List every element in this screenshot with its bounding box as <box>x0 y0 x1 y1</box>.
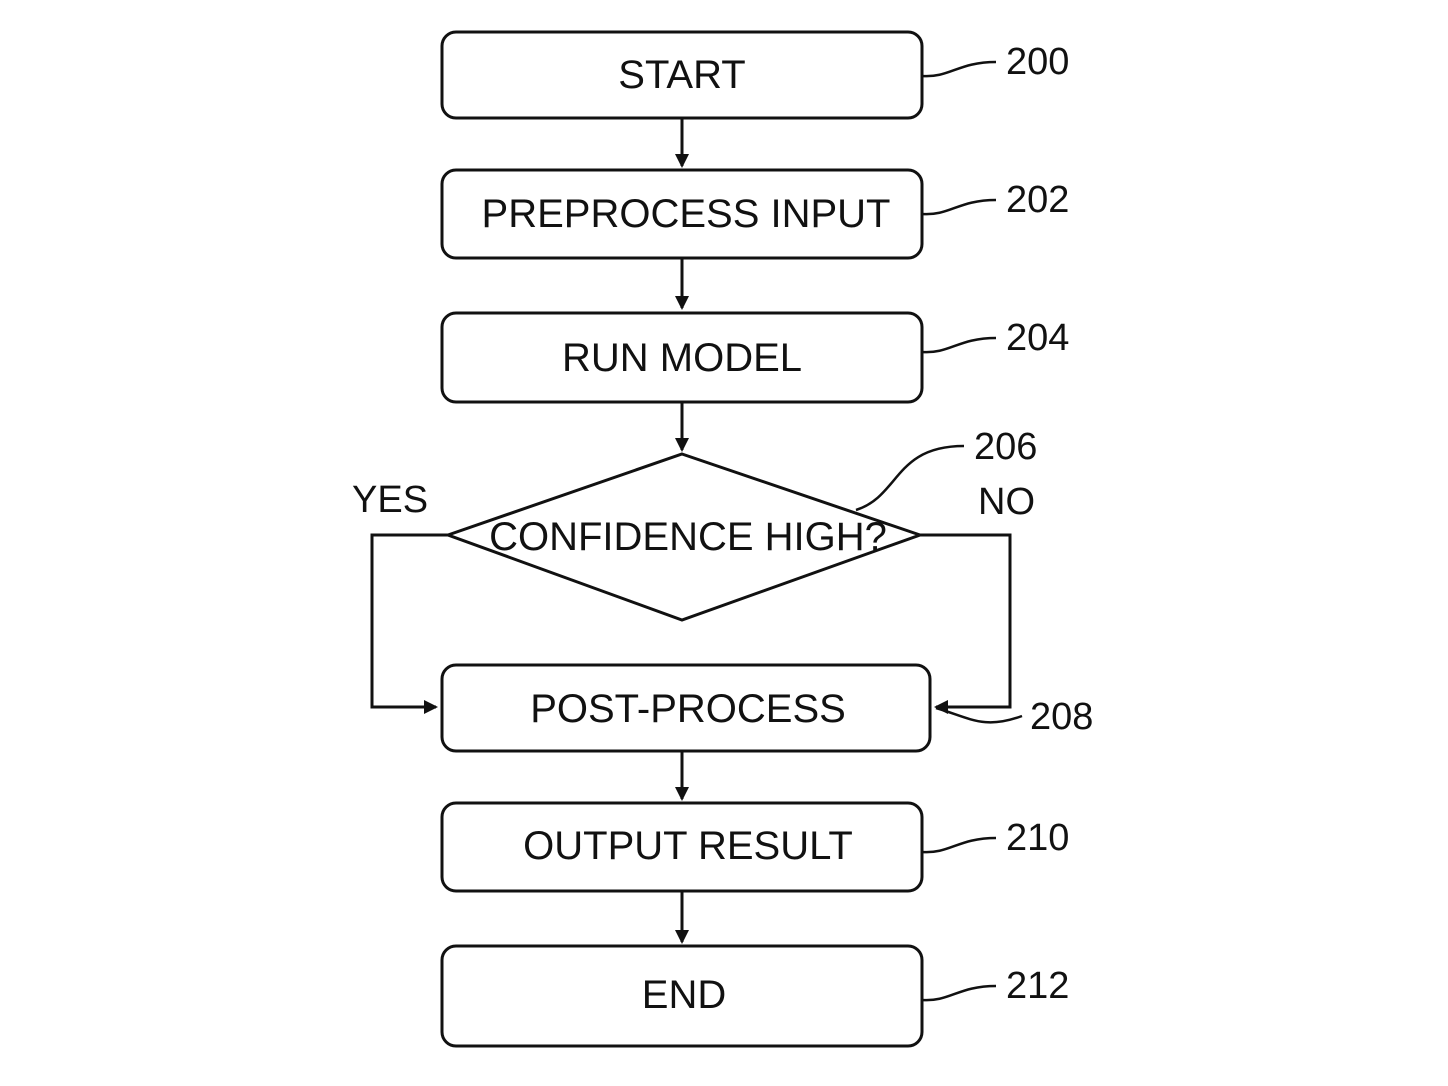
end-label: END <box>642 973 726 1017</box>
branch-yes-label: YES <box>352 479 428 521</box>
post-process-label: POST-PROCESS <box>530 687 846 731</box>
leader-210 <box>922 838 996 852</box>
preprocess-label: PREPROCESS INPUT <box>482 192 891 236</box>
ref-208: 208 <box>1030 696 1093 738</box>
leader-206 <box>856 446 964 510</box>
run-model-label: RUN MODEL <box>562 336 802 380</box>
ref-210: 210 <box>1006 817 1069 859</box>
node-output: OUTPUT RESULT <box>442 803 922 891</box>
reference-numbers: 200 202 204 206 208 210 212 <box>974 41 1093 1007</box>
leader-208 <box>936 708 1022 722</box>
ref-204: 204 <box>1006 317 1069 359</box>
branch-no-label: NO <box>978 481 1035 523</box>
leader-202 <box>922 200 996 214</box>
node-start: START <box>442 32 922 118</box>
decision-label: CONFIDENCE HIGH? <box>489 515 887 559</box>
ref-200: 200 <box>1006 41 1069 83</box>
node-decision: CONFIDENCE HIGH? <box>448 454 920 620</box>
node-preprocess: PREPROCESS INPUT <box>442 170 922 258</box>
edge-decision-no-to-post-process <box>920 535 1010 707</box>
ref-212: 212 <box>1006 965 1069 1007</box>
node-end: END <box>442 946 922 1046</box>
start-label: START <box>618 53 745 97</box>
leader-204 <box>922 338 996 352</box>
node-run-model: RUN MODEL <box>442 313 922 402</box>
ref-206: 206 <box>974 426 1037 468</box>
leader-212 <box>922 986 996 1000</box>
node-post-process: POST-PROCESS <box>442 665 930 751</box>
leader-200 <box>922 62 996 76</box>
ref-202: 202 <box>1006 179 1069 221</box>
edge-decision-yes-to-post-process <box>372 535 448 707</box>
output-label: OUTPUT RESULT <box>523 824 853 868</box>
